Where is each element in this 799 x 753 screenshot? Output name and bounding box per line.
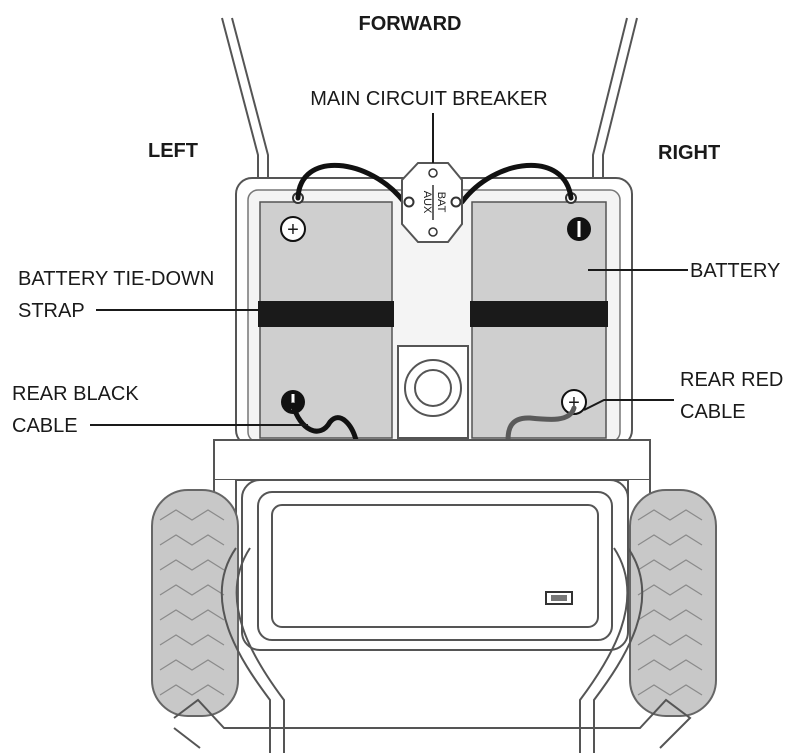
leader-lines <box>90 113 688 426</box>
rear-black-label-line1: REAR BLACK <box>12 383 139 405</box>
main-circuit-breaker: AUX BAT <box>401 162 463 243</box>
tie-down-label-line1: BATTERY TIE-DOWN <box>18 268 214 290</box>
right-label: RIGHT <box>658 142 720 164</box>
left-handle <box>221 17 269 180</box>
battery-right: + <box>470 201 608 439</box>
rear-cables <box>290 402 577 443</box>
charger-socket <box>397 345 469 439</box>
terminal-positive-icon: + <box>280 216 306 242</box>
terminal-plus-symbol: + <box>568 392 580 414</box>
left-label: LEFT <box>148 140 198 162</box>
tie-down-strap-right <box>470 301 608 327</box>
terminal-negative-icon <box>567 217 591 241</box>
battery-label: BATTERY <box>690 260 780 282</box>
cart-body <box>213 439 651 651</box>
right-handle <box>592 17 638 180</box>
breaker-cables <box>292 163 577 205</box>
tire-right <box>629 489 717 717</box>
battery-left: + <box>258 201 394 439</box>
terminal-negative-icon <box>281 390 305 414</box>
rear-frame <box>173 547 692 753</box>
terminal-plus-symbol: + <box>287 219 299 241</box>
breaker-aux-marking: AUX <box>421 191 433 214</box>
tie-down-label-line2: STRAP <box>18 300 85 322</box>
rear-red-label-line1: REAR RED <box>680 369 783 391</box>
breaker-bat-marking: BAT <box>435 192 447 213</box>
main-breaker-label: MAIN CIRCUIT BREAKER <box>310 88 547 110</box>
tie-down-strap-left <box>258 301 394 327</box>
tire-left <box>151 489 239 717</box>
terminal-positive-icon: + <box>561 389 587 415</box>
rear-red-label-line2: CABLE <box>680 401 746 423</box>
forward-label: FORWARD <box>359 13 462 35</box>
rear-black-label-line2: CABLE <box>12 415 78 437</box>
